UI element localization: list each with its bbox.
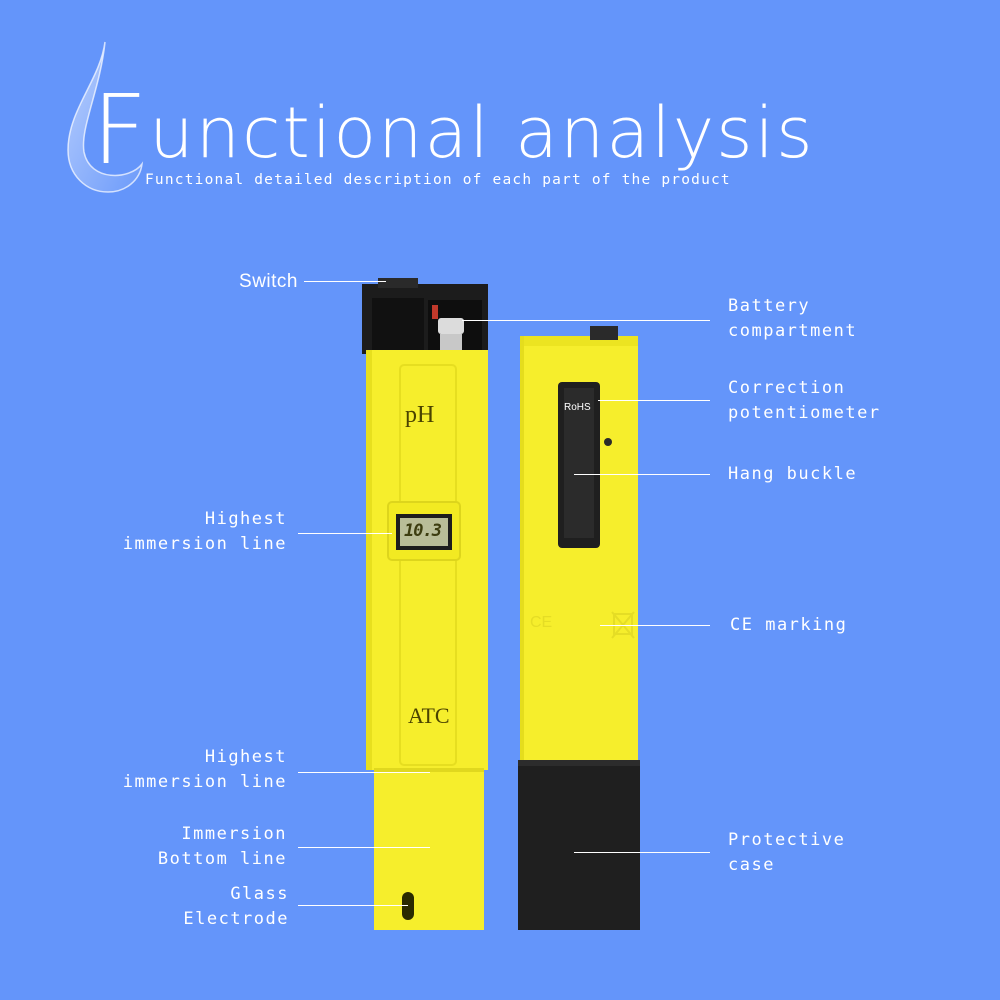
label-immersion-bottom: Immersion Bottom line xyxy=(157,824,287,869)
label-battery-compartment: Battery compartment xyxy=(728,296,858,341)
page-subtitle: Functional detailed description of each … xyxy=(145,172,731,188)
meter-body-back xyxy=(520,326,638,766)
meter-body-front xyxy=(366,350,488,770)
page-title: Functional analysis xyxy=(92,76,815,178)
label-ce-marking: CE marking xyxy=(730,615,848,635)
protective-case xyxy=(518,760,640,930)
rohs-label: RoHS xyxy=(564,402,591,413)
leader-ce-marking xyxy=(600,625,710,626)
title-rest: unctional analysis xyxy=(149,92,815,174)
label-glass-electrode: Glass Electrode xyxy=(183,884,289,929)
water-drop-icon xyxy=(67,41,144,193)
leader-switch xyxy=(304,281,386,282)
leader-immersion-bottom xyxy=(298,847,430,848)
leader-correction-potentiometer xyxy=(598,400,710,401)
leader-glass-electrode xyxy=(298,905,408,906)
title-initial: F xyxy=(92,74,150,186)
leader-highest-immersion-bottom xyxy=(298,772,430,773)
label-switch: Switch xyxy=(239,271,298,292)
label-highest-immersion-bottom: Highest immersion line xyxy=(122,747,287,792)
ce-text: CE xyxy=(530,614,553,631)
leader-battery-compartment xyxy=(462,320,710,321)
leader-hang-buckle xyxy=(574,474,710,475)
atc-label: ATC xyxy=(408,703,450,728)
label-correction-potentiometer: Correction potentiometer xyxy=(728,378,881,423)
label-highest-immersion-top: Highest immersion line xyxy=(122,509,287,554)
label-protective-case: Protective case xyxy=(728,830,846,875)
hang-buckle xyxy=(558,382,600,548)
electrode-section xyxy=(374,768,484,930)
potentiometer-hole xyxy=(604,438,612,446)
ph-label: pH xyxy=(405,402,435,428)
label-hang-buckle: Hang buckle xyxy=(728,464,858,484)
leader-protective-case xyxy=(574,852,710,853)
lcd-reading: 10.3 xyxy=(404,521,442,541)
battery-compartment xyxy=(362,278,488,354)
leader-highest-immersion-top xyxy=(298,533,392,534)
